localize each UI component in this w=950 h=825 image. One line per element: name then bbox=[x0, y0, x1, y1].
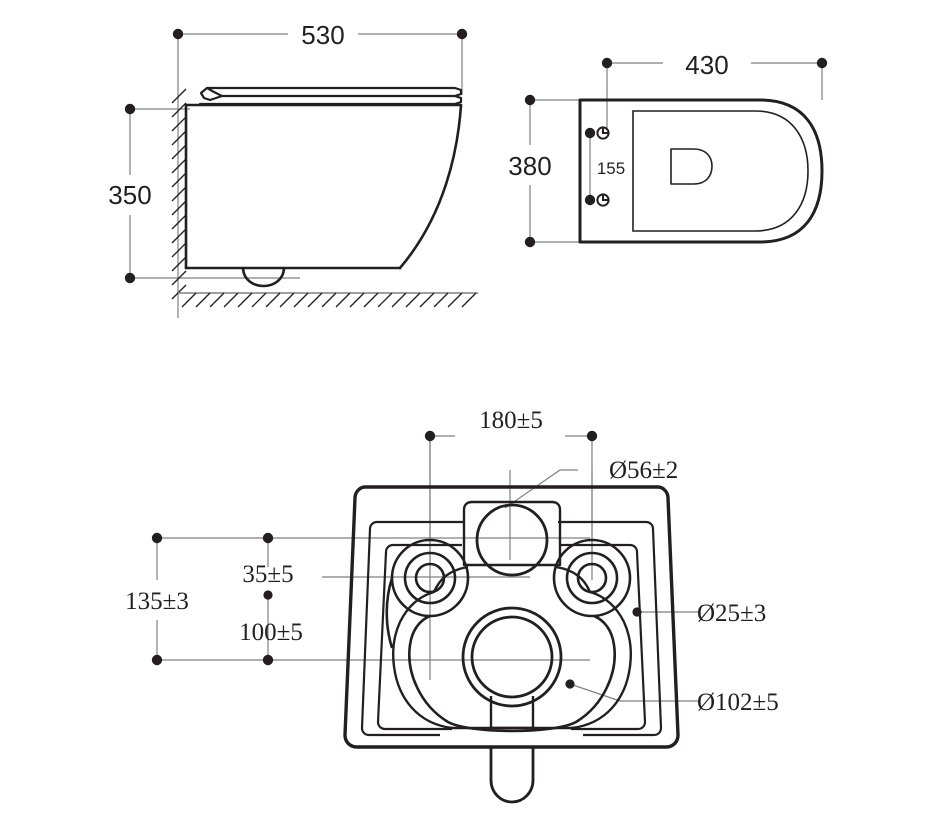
back-panel-recess bbox=[360, 520, 663, 737]
bowl-rim-plan bbox=[632, 110, 809, 232]
dimension-label-bolt-hole-diameter: Ø25±3 bbox=[697, 600, 766, 627]
dimension-label-bolt-spacing: 155 bbox=[597, 159, 625, 178]
dimension-label-waste-diameter: Ø102±5 bbox=[697, 689, 779, 716]
mounting-holes-plan bbox=[596, 126, 610, 207]
rear-mounting-view: 180±5 Ø56±2 Ø25±3 Ø102±5 135±3 35±5 100±… bbox=[125, 407, 779, 804]
dimension-label-lower-offset: 100±5 bbox=[239, 619, 303, 646]
wall-hatching bbox=[171, 88, 187, 300]
floor-line bbox=[178, 292, 478, 308]
dimension-label-width: 430 bbox=[685, 50, 728, 80]
dimension-label-height: 350 bbox=[108, 180, 151, 210]
outlet-housing bbox=[462, 500, 562, 567]
dimension-label-overall-vertical: 135±3 bbox=[125, 588, 189, 615]
plan-view: 430 380 155 bbox=[508, 50, 828, 248]
dimension-label-bolt-centres: 180±5 bbox=[479, 407, 543, 434]
back-panel-recess-inner bbox=[376, 543, 647, 731]
boss-surround-outer bbox=[392, 565, 632, 730]
plan-view-dimension-lines bbox=[529, 62, 823, 243]
side-elevation-dimension-markers bbox=[124, 28, 468, 284]
rear-view-dimension-lines bbox=[156, 435, 700, 702]
toilet-seat-profile bbox=[198, 86, 463, 106]
back-panel-outline bbox=[343, 485, 680, 749]
side-elevation-dimension-lines bbox=[129, 33, 463, 318]
dimension-label-depth: 380 bbox=[508, 151, 551, 181]
dimension-label-length: 530 bbox=[301, 20, 344, 50]
toilet-bowl-profile bbox=[184, 103, 463, 270]
pan-outline-plan bbox=[578, 98, 824, 244]
boss-surround-outline bbox=[385, 577, 616, 733]
bottom-tab bbox=[489, 747, 535, 804]
waste-neck bbox=[489, 696, 535, 730]
waste-boss bbox=[461, 606, 563, 708]
trap-bump bbox=[241, 266, 286, 288]
outlet-detail-plan bbox=[670, 148, 713, 185]
right-bolt-boss bbox=[552, 538, 632, 618]
dimension-label-outlet-diameter: Ø56±2 bbox=[609, 457, 678, 484]
rear-view-dimension-markers bbox=[151, 430, 642, 689]
dimension-label-upper-offset: 35±5 bbox=[242, 561, 293, 588]
outlet-circle-56 bbox=[475, 503, 549, 577]
plan-view-dimension-markers bbox=[524, 57, 828, 248]
side-elevation-view: 530 350 bbox=[108, 20, 478, 318]
